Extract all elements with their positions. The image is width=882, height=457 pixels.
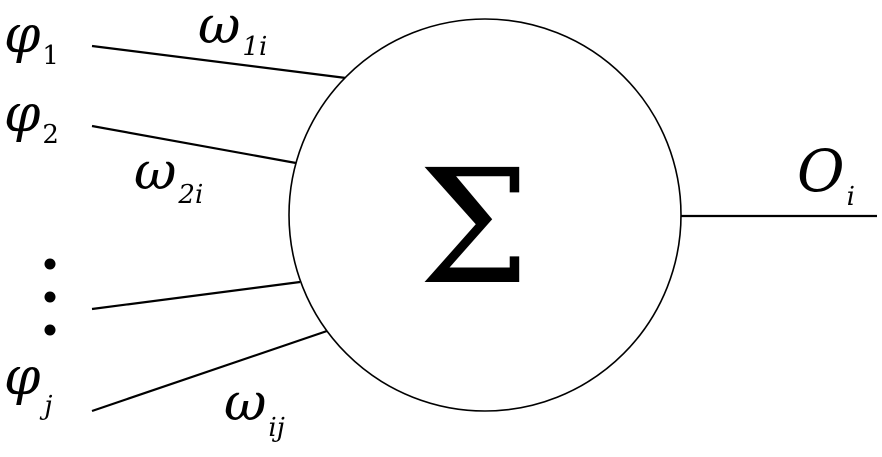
weight-symbol-1i: ω bbox=[198, 0, 240, 56]
weight-symbol-ij: ω bbox=[224, 373, 266, 433]
ellipsis-dot-1 bbox=[44, 258, 56, 270]
output-symbol: O bbox=[797, 137, 845, 205]
summation-node bbox=[288, 18, 682, 412]
weight-label-2i: ω2i bbox=[134, 142, 203, 210]
input-label-2: φ2 bbox=[4, 84, 59, 150]
weight-symbol-2i: ω bbox=[134, 142, 176, 202]
weight-subscript-ij: ij bbox=[268, 413, 284, 443]
weight-subscript-2i: 2i bbox=[177, 180, 203, 210]
ellipsis-dot-2 bbox=[44, 291, 56, 303]
output-subscript: i bbox=[847, 182, 855, 212]
input-label-1: φ1 bbox=[4, 5, 59, 71]
weight-label-ij: ωij bbox=[224, 373, 285, 443]
input-symbol-2: φ bbox=[4, 84, 41, 144]
weight-label-1i: ω1i bbox=[198, 0, 267, 62]
ellipsis-dot-3 bbox=[44, 324, 56, 336]
input-subscript-1: 1 bbox=[42, 41, 59, 71]
input-edge-2 bbox=[91, 124, 297, 165]
input-symbol-1: φ bbox=[4, 5, 41, 65]
input-edge-j bbox=[91, 329, 328, 413]
sigma-symbol: Σ bbox=[418, 136, 530, 320]
input-edge-1 bbox=[91, 44, 347, 80]
input-subscript-2: 2 bbox=[42, 120, 59, 150]
weight-subscript-1i: 1i bbox=[242, 32, 267, 62]
output-label: Oi bbox=[797, 137, 855, 212]
vertical-ellipsis bbox=[44, 258, 56, 336]
input-subscript-j: j bbox=[39, 391, 52, 421]
input-edge-ellipsis bbox=[91, 280, 301, 311]
input-symbol-j: φ bbox=[4, 347, 41, 407]
